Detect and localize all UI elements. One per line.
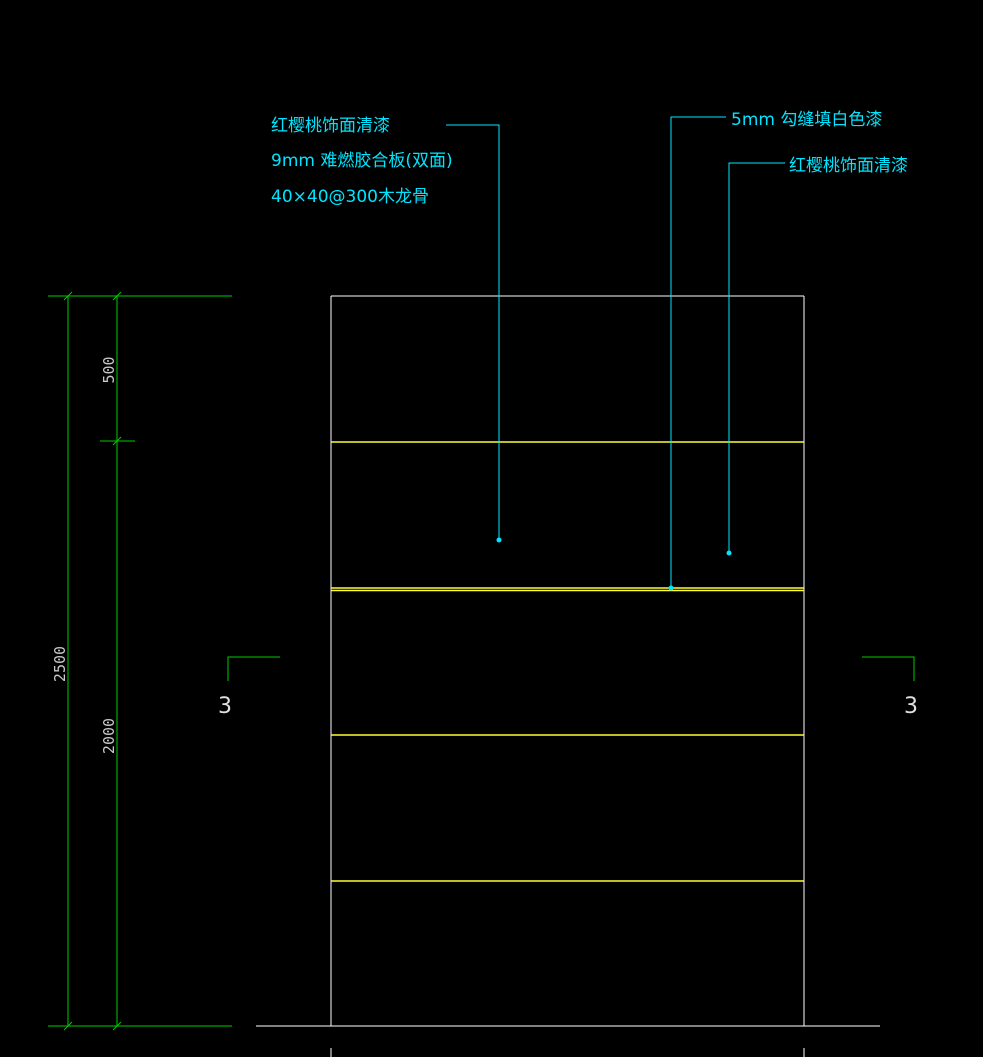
annotation-finish-right: 红樱桃饰面清漆 [789,156,908,176]
leader-dots [496,537,732,591]
dim-label-overall: 2500 [51,646,69,682]
dimension-chain [48,291,232,1031]
dim-tick [112,291,122,301]
annotation-keel: 40×40@300木龙骨 [271,187,429,207]
section-mark-left [227,656,280,681]
annotation-finish-left: 红樱桃饰面清漆 [271,116,390,136]
panel-outline [256,295,880,1057]
panel-joints [331,441,804,882]
dim-tick [112,436,122,446]
leader-dot [668,585,674,591]
dim-label-top: 500 [100,356,118,383]
dim-label-bottom: 2000 [100,718,118,754]
dim-tick [112,1021,122,1031]
annotation-groove: 5mm 勾缝填白色漆 [731,110,882,130]
dim-tick [63,1021,73,1031]
leader-right [728,162,785,553]
leader-left [446,124,500,540]
dim-tick [63,291,73,301]
section-marks [227,656,915,681]
leaders [446,116,785,588]
section-label-left: 3 [218,694,232,719]
section-label-right: 3 [904,694,918,719]
leader-groove [670,116,726,588]
leader-dot [726,550,732,556]
section-mark-right [862,656,915,681]
leader-dot [496,537,502,543]
annotation-plywood: 9mm 难燃胶合板(双面) [271,151,453,171]
